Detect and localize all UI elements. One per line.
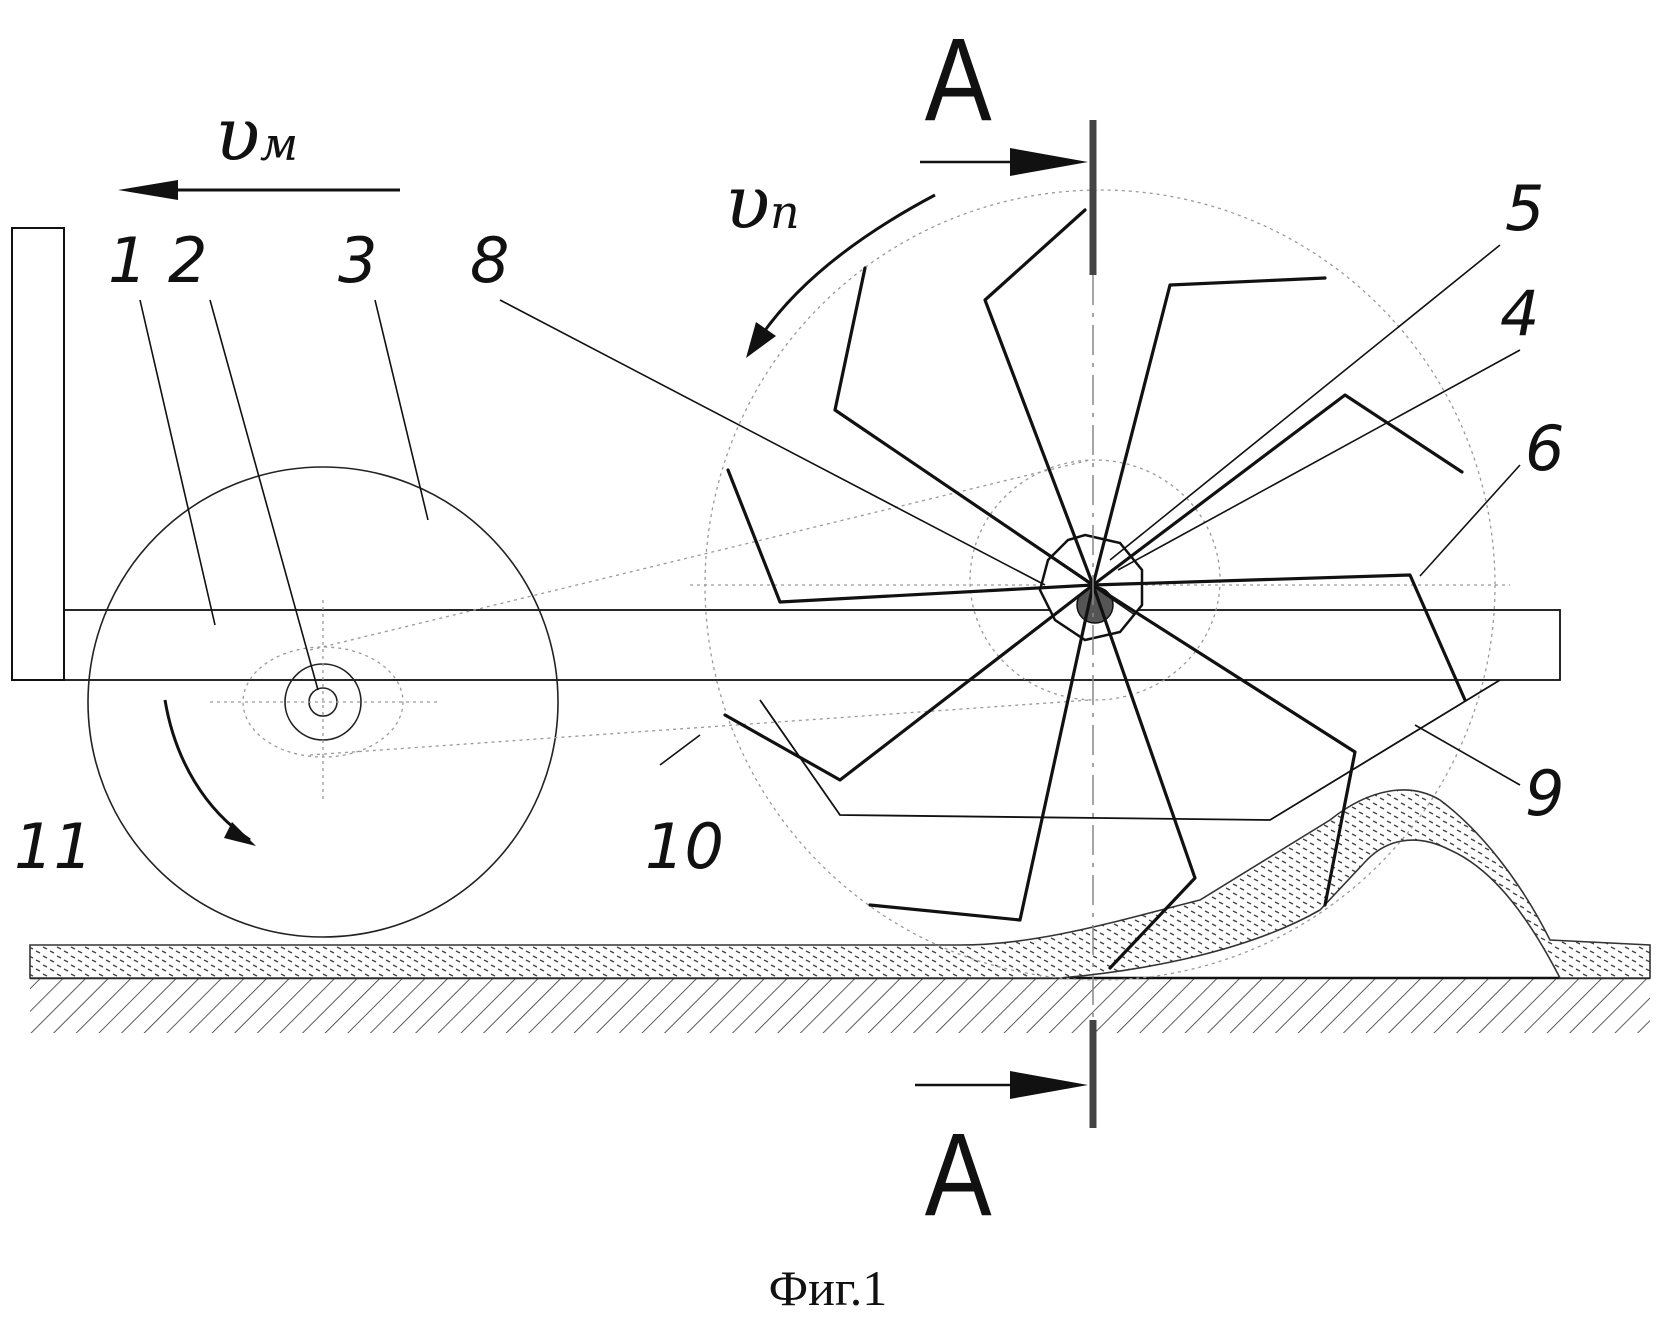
section-mark-bottom: A	[925, 1109, 992, 1240]
label-5: 5	[1505, 172, 1544, 245]
rotor-outline	[690, 189, 1510, 981]
support-wheel	[87, 466, 559, 938]
frame-beam	[59, 609, 1561, 681]
section-mark-top: A	[925, 14, 992, 145]
tine-9	[726, 468, 1095, 604]
label-11: 11	[14, 810, 93, 883]
section-arrow-bottom	[915, 1071, 1088, 1099]
deflector	[759, 679, 1501, 821]
tine-3	[1091, 393, 1464, 587]
rotor-velocity-arrowhead	[746, 322, 776, 358]
label-9: 9	[1525, 757, 1564, 830]
rotor-velocity-arrow	[753, 193, 936, 346]
rotor-tines	[723, 208, 1467, 970]
label-8: 8	[470, 224, 509, 297]
figure-caption: Фиг.1	[769, 1260, 888, 1316]
tine-2	[1091, 276, 1327, 587]
tine-7	[868, 583, 1095, 922]
label-3: 3	[338, 224, 377, 297]
tine-5	[1091, 583, 1357, 907]
rotor-velocity-label: υп	[725, 160, 800, 246]
label-2: 2	[168, 224, 207, 297]
machine-velocity-arrow	[118, 180, 400, 200]
label-6: 6	[1525, 412, 1564, 485]
tine-4	[1091, 573, 1467, 702]
label-10: 10	[645, 810, 724, 883]
section-arrow-top	[920, 148, 1088, 176]
label-1: 1	[108, 224, 147, 297]
tine-1	[983, 208, 1095, 587]
tine-8	[723, 583, 1095, 782]
wheel-rotation-arrowhead	[224, 822, 256, 846]
label-4: 4	[1500, 277, 1539, 350]
tine-10	[833, 266, 1095, 587]
wheel-rotation-arrow	[163, 699, 251, 842]
ground	[30, 976, 1650, 1033]
leader-lines	[139, 244, 1521, 786]
machine-velocity-label: υм	[215, 92, 298, 178]
soil-layer	[29, 789, 1651, 979]
tine-6	[1091, 583, 1197, 970]
stand-post	[11, 227, 65, 681]
